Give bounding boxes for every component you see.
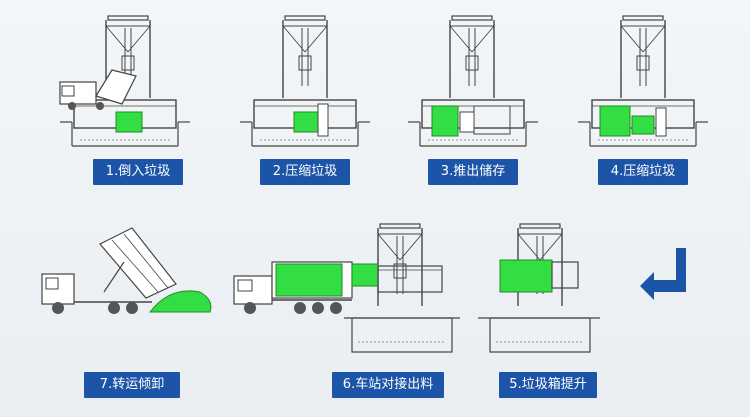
step-label-5: 5.垃圾箱提升 bbox=[499, 372, 597, 398]
step2-illustration bbox=[240, 16, 370, 146]
step-label-7: 7.转运倾卸 bbox=[84, 372, 180, 398]
step4-illustration bbox=[578, 16, 708, 146]
step3-illustration bbox=[408, 16, 538, 146]
step7-illustration bbox=[42, 228, 211, 314]
step-label-4: 4.压缩垃圾 bbox=[598, 159, 688, 185]
step-label-2: 2.压缩垃圾 bbox=[260, 159, 350, 185]
step-label-6: 6.车站对接出料 bbox=[332, 372, 444, 398]
step-label-3: 3.推出储存 bbox=[428, 159, 518, 185]
step-label-1: 1.倒入垃圾 bbox=[93, 159, 183, 185]
step5-illustration bbox=[478, 224, 600, 352]
step1-illustration bbox=[60, 16, 190, 146]
arrow-left-icon bbox=[640, 248, 686, 300]
step6-illustration bbox=[234, 224, 460, 352]
